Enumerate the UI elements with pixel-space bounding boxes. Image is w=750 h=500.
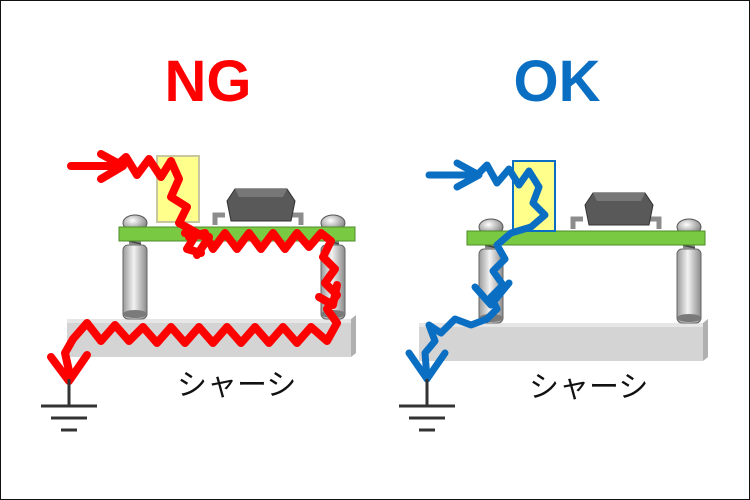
ground-symbol-icon xyxy=(41,379,97,432)
ok-chassis-label: シャーシ xyxy=(529,370,648,405)
ok-chassis xyxy=(419,319,708,361)
ic-chip-icon xyxy=(570,192,662,229)
ng-title: NG xyxy=(165,49,252,114)
ng-panel: NG xyxy=(41,49,356,432)
ok-standoff-right xyxy=(676,248,702,324)
ok-title: OK xyxy=(514,49,601,114)
ground-symbol-icon xyxy=(399,379,455,432)
ok-panel: OK xyxy=(399,49,708,432)
ic-chip-icon xyxy=(212,188,304,225)
ng-chassis-label: シャーシ xyxy=(177,368,296,403)
ok-pcb xyxy=(466,230,706,246)
ng-standoff-left xyxy=(122,244,148,320)
